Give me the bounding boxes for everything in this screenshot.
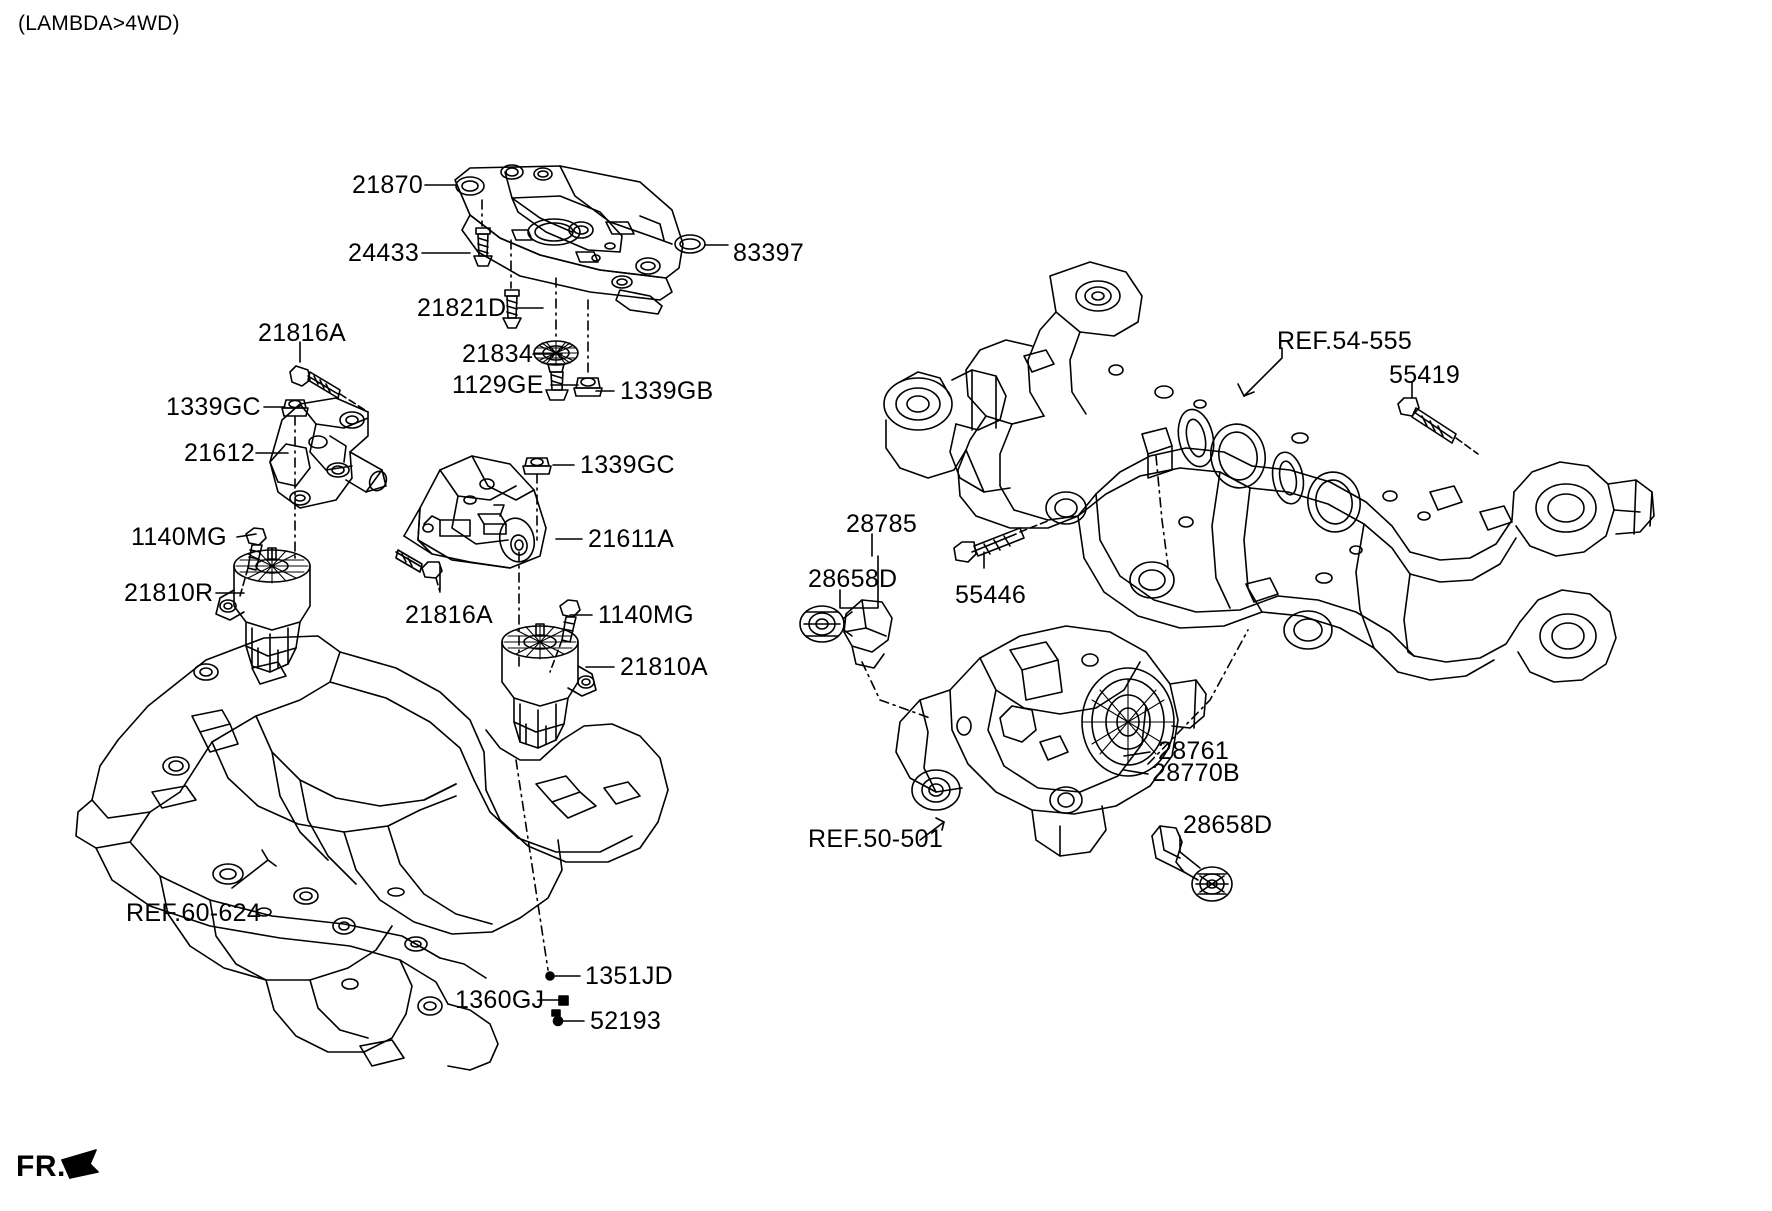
callout-21816A-2[interactable]: 21816A	[405, 601, 493, 629]
callout-55446[interactable]: 55446	[955, 581, 1027, 609]
part-21816A-bolt-lower	[395, 549, 443, 593]
part-83397-ring	[674, 234, 706, 254]
callout-1351JD[interactable]: 1351JD	[585, 962, 673, 990]
callout-21810R[interactable]: 21810R	[124, 579, 214, 607]
part-1339GC-nut-right	[518, 457, 552, 669]
right-ref-leaders	[861, 455, 1249, 765]
part-21611A-bracket	[403, 455, 547, 569]
callout-28761[interactable]: 28761	[1158, 737, 1230, 765]
callout-1129GE[interactable]: 1129GE	[452, 371, 544, 399]
part-1140MG-bolt-right	[549, 599, 581, 673]
callout-21612[interactable]: 21612	[184, 439, 256, 467]
callout-ref-50-501[interactable]: REF.50-501	[808, 825, 944, 853]
part-1129GE-bolt	[545, 371, 569, 401]
part-1339GB-nut	[573, 299, 603, 397]
callout-1339GC-1[interactable]: 1339GC	[166, 393, 261, 421]
callout-21870[interactable]: 21870	[352, 171, 424, 199]
part-1339GC-nut-left	[281, 399, 309, 561]
callout-28785[interactable]: 28785	[846, 510, 918, 538]
diagram-title: (LAMBDA>4WD)	[18, 12, 180, 35]
callout-24433[interactable]: 24433	[348, 239, 420, 267]
part-55446-bolt	[953, 519, 1051, 563]
part-21810A-mount	[501, 623, 597, 749]
leader-lines	[215, 184, 1413, 1022]
callout-1140MG-2[interactable]: 1140MG	[598, 601, 694, 629]
part-ref-54-555-rear-subframe	[883, 261, 1655, 683]
part-21612-bracket	[269, 397, 388, 509]
callout-21810A[interactable]: 21810A	[620, 653, 708, 681]
part-1140MG-bolt-left	[239, 527, 267, 597]
callout-28658D-1[interactable]: 28658D	[808, 565, 898, 593]
callout-55419[interactable]: 55419	[1389, 361, 1461, 389]
callout-28658D-2[interactable]: 28658D	[1183, 811, 1273, 839]
callout-21611A[interactable]: 21611A	[588, 525, 675, 553]
part-ref-60-624-subframe	[75, 635, 669, 1071]
callout-1140MG-1[interactable]: 1140MG	[131, 523, 227, 551]
callout-1339GB[interactable]: 1339GB	[620, 377, 714, 405]
callout-1339GC-2[interactable]: 1339GC	[580, 451, 675, 479]
part-21816A-bolt-upper	[289, 365, 369, 413]
part-28658D-bushing-upper	[799, 605, 853, 643]
part-21810R-mount	[215, 547, 311, 673]
callout-28770B[interactable]: 28770B	[1152, 759, 1240, 787]
callout-ref-54-555[interactable]: REF.54-555	[1277, 327, 1413, 355]
front-arrow-icon	[61, 1149, 99, 1179]
part-21834-insulator	[533, 277, 579, 373]
callout-ref-60-624[interactable]: REF.60-624	[126, 899, 262, 927]
callout-83397[interactable]: 83397	[733, 239, 805, 267]
callout-1360GJ[interactable]: 1360GJ	[455, 986, 545, 1014]
part-28785-bracket-upper	[843, 599, 893, 669]
callout-21816A-1[interactable]: 21816A	[258, 319, 346, 347]
part-55419-bolt	[1397, 397, 1479, 455]
callout-21821D[interactable]: 21821D	[417, 294, 507, 322]
part-21870-crossmember	[454, 164, 684, 315]
orientation-label: FR.	[16, 1150, 66, 1183]
callout-21834[interactable]: 21834	[462, 340, 534, 368]
callout-52193[interactable]: 52193	[590, 1007, 662, 1035]
part-24433-bolt	[473, 199, 493, 267]
